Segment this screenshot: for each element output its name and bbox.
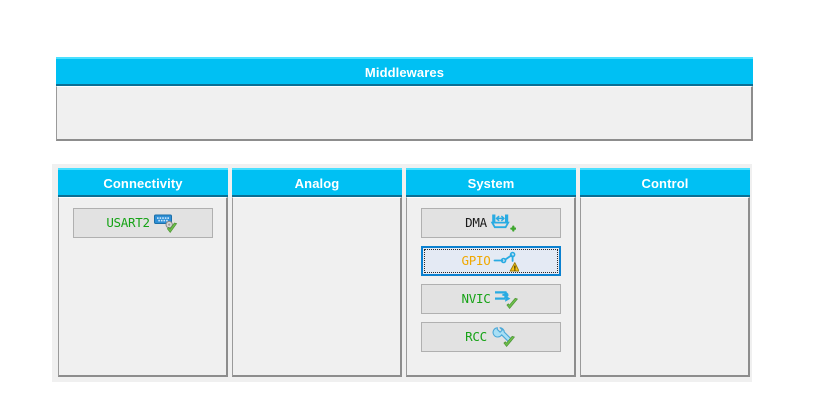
peripheral-label-nvic: NVIC <box>461 290 491 306</box>
serial-port-icon <box>153 212 179 234</box>
peripheral-label-dma: DMA <box>465 214 487 230</box>
category-control: Control <box>580 168 750 377</box>
peripheral-label-gpio: GPIO <box>461 252 491 268</box>
category-header-analog[interactable]: Analog <box>232 168 402 197</box>
nvic-arrows-icon <box>493 288 519 310</box>
category-analog: Analog <box>232 168 402 377</box>
middlewares-body <box>56 86 753 141</box>
category-body-connectivity: USART2 <box>58 197 228 377</box>
category-header-control[interactable]: Control <box>580 168 750 197</box>
category-header-system[interactable]: System <box>406 168 576 197</box>
gpio-switch-icon <box>493 250 520 272</box>
category-body-analog <box>232 197 402 377</box>
category-body-system: DMA <box>406 197 576 377</box>
peripheral-label-usart2: USART2 <box>106 214 150 230</box>
category-connectivity: Connectivity USART2 <box>58 168 228 377</box>
peripheral-list-system: DMA <box>407 208 574 352</box>
wrench-icon <box>490 326 516 348</box>
peripheral-label-rcc: RCC <box>465 328 487 344</box>
dma-transfer-icon <box>490 212 516 234</box>
category-body-control <box>580 197 750 377</box>
peripheral-button-rcc[interactable]: RCC <box>420 322 561 352</box>
categories-container: Connectivity USART2 <box>52 164 752 382</box>
category-header-connectivity[interactable]: Connectivity <box>58 168 228 197</box>
middlewares-panel: Middlewares <box>56 57 753 141</box>
peripheral-list-connectivity: USART2 <box>59 208 226 238</box>
peripheral-button-dma[interactable]: DMA <box>420 208 561 238</box>
category-system: System DMA <box>406 168 576 377</box>
peripheral-button-usart2[interactable]: USART2 <box>72 208 213 238</box>
peripheral-button-nvic[interactable]: NVIC <box>420 284 561 314</box>
middlewares-header[interactable]: Middlewares <box>56 57 753 86</box>
peripheral-button-gpio[interactable]: GPIO <box>420 246 561 276</box>
